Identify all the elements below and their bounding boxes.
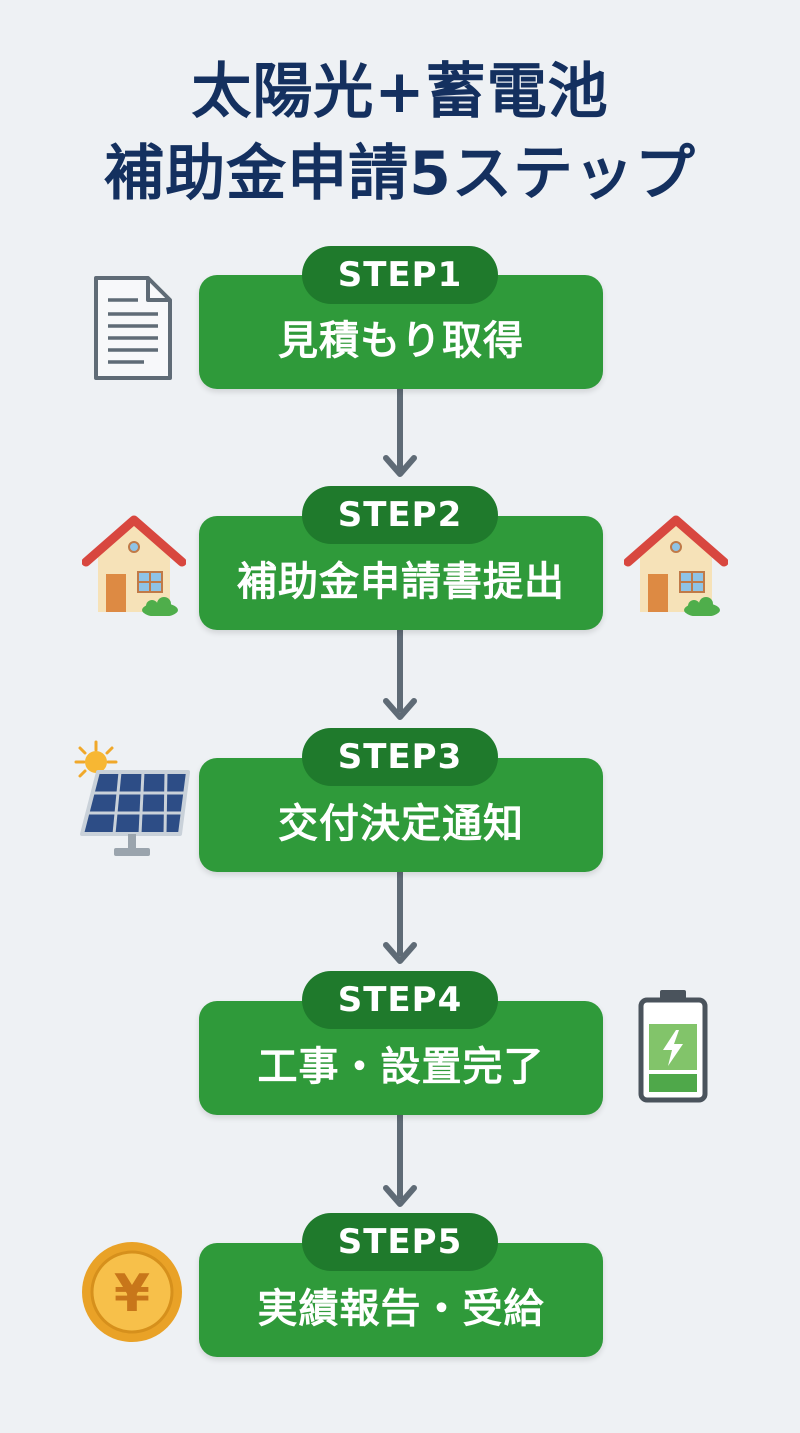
solar-panel-icon bbox=[74, 740, 190, 856]
document-icon bbox=[94, 276, 172, 380]
title-line-1: 太陽光+蓄電池 bbox=[191, 57, 609, 127]
step-1-tag: STEP1 bbox=[302, 246, 498, 304]
step-3-label: 交付決定通知 bbox=[278, 801, 524, 847]
step-2-tag: STEP2 bbox=[302, 486, 498, 544]
step-5-tag: STEP5 bbox=[302, 1213, 498, 1271]
arrow-down-icon bbox=[383, 942, 417, 964]
step-1-label: 見積もり取得 bbox=[278, 318, 524, 364]
step-3-tag: STEP3 bbox=[302, 728, 498, 786]
yen-coin-icon: ¥ bbox=[82, 1242, 182, 1342]
arrow-down-icon bbox=[383, 455, 417, 477]
step-4-label: 工事・設置完了 bbox=[257, 1044, 545, 1090]
arrow-down-icon bbox=[383, 698, 417, 720]
title-line-2: 補助金申請5ステップ bbox=[104, 139, 696, 209]
connector-2-3 bbox=[397, 630, 403, 712]
battery-icon bbox=[638, 990, 708, 1103]
step-5-label: 実績報告・受給 bbox=[257, 1286, 545, 1332]
house-icon bbox=[624, 515, 728, 616]
connector-3-4 bbox=[397, 872, 403, 956]
step-2-label: 補助金申請書提出 bbox=[237, 559, 565, 605]
yen-symbol: ¥ bbox=[114, 1264, 150, 1324]
house-icon bbox=[82, 515, 186, 616]
connector-1-2 bbox=[397, 388, 403, 470]
step-4-tag: STEP4 bbox=[302, 971, 498, 1029]
connector-4-5 bbox=[397, 1115, 403, 1199]
arrow-down-icon bbox=[383, 1185, 417, 1207]
